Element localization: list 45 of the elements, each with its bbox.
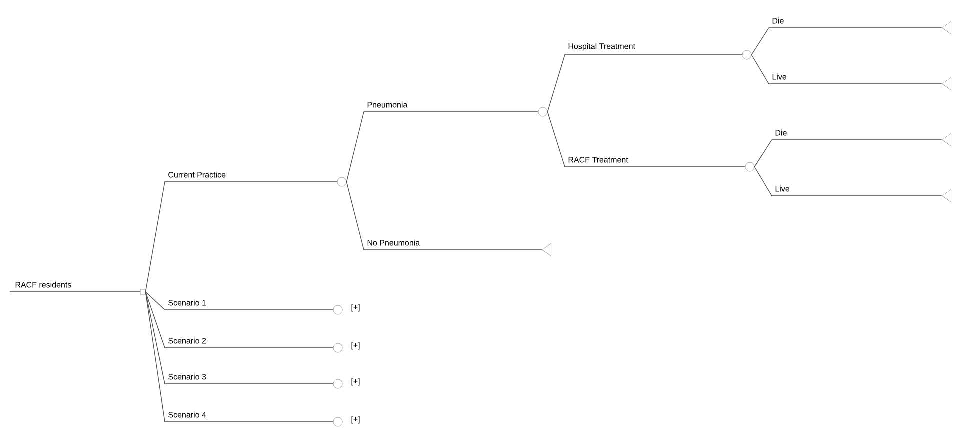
edge-label: Current Practice [167, 170, 227, 179]
branch-line [754, 140, 942, 168]
branch-line [754, 166, 942, 196]
terminal-node [542, 244, 552, 256]
chance-node [538, 107, 548, 117]
edge-label: No Pneumonia [366, 238, 422, 247]
terminal-node [942, 134, 952, 146]
chance-node [333, 379, 343, 389]
edge-label: Scenario 1 [167, 298, 208, 307]
chance-node [333, 417, 343, 427]
branch-line [145, 292, 334, 348]
edge-label: Scenario 3 [167, 372, 208, 381]
branch-line [145, 292, 334, 310]
edge-label: RACF residents [14, 280, 73, 289]
chance-node [337, 177, 347, 187]
chance-node [745, 162, 755, 172]
collapse-marker: [+] [352, 378, 360, 386]
edge-label: Pneumonia [366, 100, 409, 109]
chance-node [333, 343, 343, 353]
branch-line [547, 54, 743, 112]
edge-label: Die [774, 128, 788, 137]
collapse-marker: [+] [352, 342, 360, 350]
branch-line [547, 112, 746, 168]
branch-line [751, 54, 942, 84]
edge-label: RACF Treatment [567, 156, 630, 164]
edge-label: Die [771, 16, 786, 25]
branch-line [346, 112, 539, 182]
branch-line [145, 182, 338, 292]
terminal-node [942, 78, 952, 90]
edge-label: Hospital Treatment [567, 42, 636, 52]
branch-line [346, 182, 542, 250]
collapse-marker: [+] [352, 304, 360, 312]
branch-line [145, 292, 334, 384]
edge-label: Live [774, 184, 791, 193]
decision-node [140, 289, 146, 295]
edge-label: Live [771, 72, 788, 81]
terminal-node [942, 22, 952, 34]
edge-label: Scenario 2 [167, 336, 208, 345]
chance-node [333, 305, 343, 315]
branch-line [145, 292, 334, 422]
terminal-node [942, 190, 952, 202]
chance-node [742, 50, 752, 60]
edge-label: Scenario 4 [167, 410, 208, 419]
branch-line [751, 28, 942, 56]
collapse-marker: [+] [352, 416, 360, 424]
